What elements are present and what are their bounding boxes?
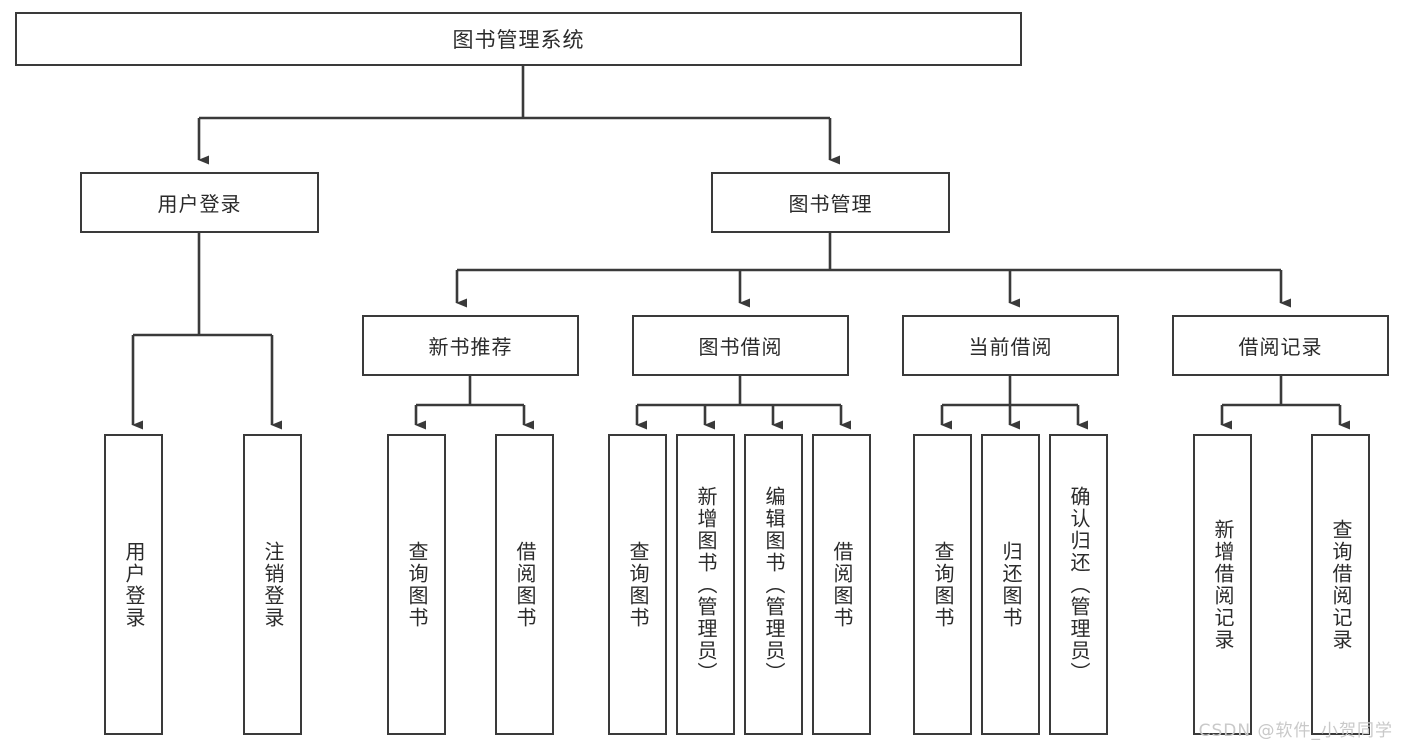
node-leaf-query-book-3[interactable]: 查询图书 bbox=[913, 434, 972, 735]
node-leaf-borrow-book-2[interactable]: 借阅图书 bbox=[812, 434, 871, 735]
node-borrow-record-label: 借阅记录 bbox=[1238, 335, 1323, 359]
node-leaf-edit-book[interactable]: 编辑图书（管理员） bbox=[744, 434, 803, 735]
node-leaf-borrow-book-1[interactable]: 借阅图书 bbox=[495, 434, 554, 735]
node-current-borrow-label: 当前借阅 bbox=[968, 335, 1053, 359]
node-leaf-query-book-1-label: 查询图书 bbox=[405, 540, 429, 629]
node-book-borrow[interactable]: 图书借阅 bbox=[632, 315, 849, 376]
node-new-book-recommend-label: 新书推荐 bbox=[428, 335, 513, 359]
node-root[interactable]: 图书管理系统 bbox=[15, 12, 1022, 66]
node-leaf-query-record[interactable]: 查询借阅记录 bbox=[1311, 434, 1370, 735]
node-new-book-recommend[interactable]: 新书推荐 bbox=[362, 315, 579, 376]
node-user-login-label: 用户登录 bbox=[157, 192, 242, 216]
node-leaf-return-book-label: 归还图书 bbox=[999, 540, 1023, 629]
node-leaf-return-book[interactable]: 归还图书 bbox=[981, 434, 1040, 735]
node-leaf-confirm-return-label: 确认归还（管理员） bbox=[1067, 485, 1091, 684]
node-book-manage-label: 图书管理 bbox=[788, 192, 873, 216]
node-leaf-borrow-book-1-label: 借阅图书 bbox=[513, 540, 537, 629]
node-leaf-user-login[interactable]: 用户登录 bbox=[104, 434, 163, 735]
node-leaf-user-login-label: 用户登录 bbox=[122, 540, 146, 629]
node-leaf-query-book-3-label: 查询图书 bbox=[931, 540, 955, 629]
node-current-borrow[interactable]: 当前借阅 bbox=[902, 315, 1119, 376]
node-leaf-add-record[interactable]: 新增借阅记录 bbox=[1193, 434, 1252, 735]
node-leaf-add-record-label: 新增借阅记录 bbox=[1211, 518, 1235, 651]
node-leaf-logout-login[interactable]: 注销登录 bbox=[243, 434, 302, 735]
node-leaf-query-book-2[interactable]: 查询图书 bbox=[608, 434, 667, 735]
node-leaf-query-book-1[interactable]: 查询图书 bbox=[387, 434, 446, 735]
node-user-login[interactable]: 用户登录 bbox=[80, 172, 319, 233]
node-leaf-confirm-return[interactable]: 确认归还（管理员） bbox=[1049, 434, 1108, 735]
node-leaf-borrow-book-2-label: 借阅图书 bbox=[830, 540, 854, 629]
node-leaf-query-book-2-label: 查询图书 bbox=[626, 540, 650, 629]
node-leaf-query-record-label: 查询借阅记录 bbox=[1329, 518, 1353, 651]
node-leaf-add-book[interactable]: 新增图书（管理员） bbox=[676, 434, 735, 735]
node-leaf-add-book-label: 新增图书（管理员） bbox=[694, 485, 718, 684]
node-leaf-logout-login-label: 注销登录 bbox=[261, 540, 285, 629]
node-borrow-record[interactable]: 借阅记录 bbox=[1172, 315, 1389, 376]
node-book-manage[interactable]: 图书管理 bbox=[711, 172, 950, 233]
node-leaf-edit-book-label: 编辑图书（管理员） bbox=[762, 485, 786, 684]
node-root-label: 图书管理系统 bbox=[452, 28, 585, 52]
node-book-borrow-label: 图书借阅 bbox=[698, 335, 783, 359]
